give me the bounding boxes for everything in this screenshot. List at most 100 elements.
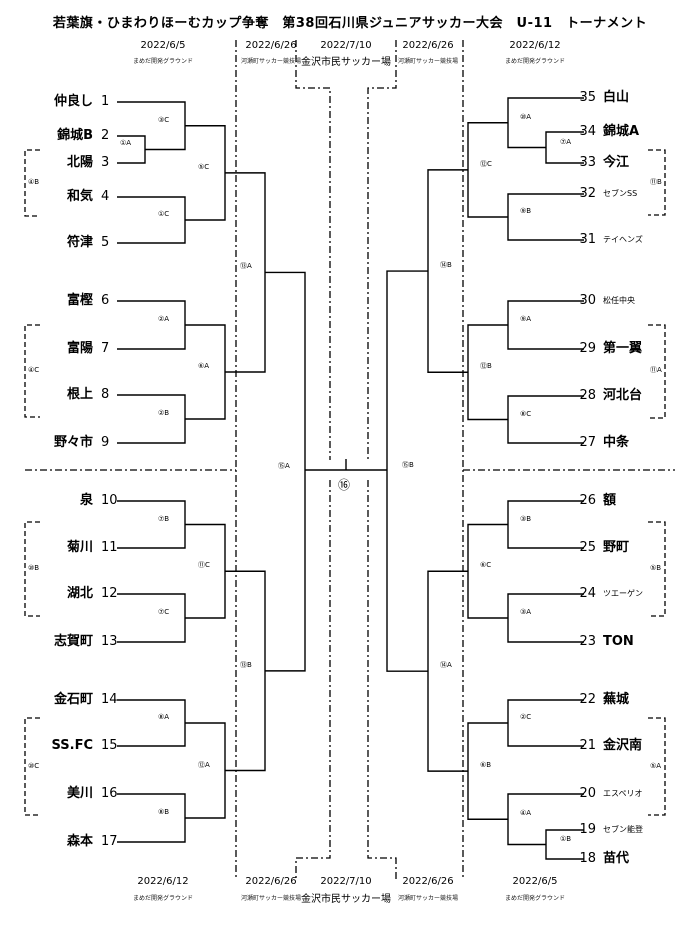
left-team-name: 錦城B	[57, 128, 93, 143]
left-team-number: 13	[101, 634, 118, 649]
date-top-4: 2022/6/26	[402, 40, 454, 51]
left-team-name: 富樫	[66, 293, 93, 308]
match-label: ①B	[560, 834, 572, 843]
match-label: ⑤C	[198, 162, 210, 171]
venue-top-5: まめだ開発グラウンド	[504, 58, 565, 65]
right-bracket-line	[467, 722, 508, 820]
left-team-number: 8	[101, 387, 110, 402]
match-label: ⑥B	[480, 761, 492, 770]
match-label: ⑭A	[440, 661, 452, 670]
right-team-number: 20	[579, 786, 596, 801]
left-team-name: 符津	[66, 235, 93, 250]
left-bracket-line	[117, 196, 186, 244]
date-bottom-2: 2022/6/26	[245, 876, 297, 887]
group-box-right	[648, 521, 666, 617]
group-box-right	[648, 324, 666, 419]
date-bottom-3: 2022/7/10	[320, 876, 372, 887]
right-team-number: 27	[579, 435, 596, 450]
match-label: ⑬A	[240, 262, 252, 271]
match-label: ⑨A	[520, 315, 532, 323]
separator-center-left-bottom	[295, 480, 331, 880]
match-label: ②B	[158, 409, 170, 417]
right-team-name: エスペリオ	[603, 789, 643, 798]
right-team-number: 30	[579, 293, 596, 308]
match-label: ③B	[520, 514, 532, 523]
group-label-left: ④C	[28, 366, 40, 374]
left-bracket-line	[117, 699, 186, 747]
group-box-left	[24, 149, 40, 217]
left-team-name: 志賀町	[53, 634, 93, 649]
right-team-number: 28	[579, 388, 596, 403]
left-bracket-line	[225, 172, 266, 373]
match-label: ①C	[158, 210, 170, 218]
right-team-name: 錦城A	[603, 124, 640, 139]
match-label: ④A	[520, 809, 532, 818]
right-team-name: 今江	[603, 155, 630, 170]
venue-bottom-4: 河瀬町サッカー競技場	[397, 895, 458, 902]
match-label: ⑥C	[480, 561, 492, 570]
right-team-name: 白山	[603, 90, 630, 105]
left-bracket-line	[225, 570, 266, 772]
venue-top-1: まめだ開発グラウンド	[132, 58, 193, 65]
right-team-name: 蕪城	[603, 692, 630, 707]
left-team-name: 湖北	[66, 586, 93, 601]
left-team-name: 根上	[66, 387, 93, 402]
right-team-number: 21	[579, 738, 596, 753]
right-bracket-line	[467, 523, 508, 619]
match-label: ⑦B	[158, 514, 170, 523]
venue-bottom-1: まめだ開発グラウンド	[132, 895, 193, 902]
venue-top-2: 河瀬町サッカー競技場	[240, 58, 301, 65]
match-label: ⑥A	[198, 362, 210, 370]
match-label: ③C	[158, 115, 170, 124]
right-bracket-line	[386, 270, 428, 672]
right-team-name: 中条	[603, 435, 630, 450]
left-team-name: SS.FC	[51, 738, 93, 753]
date-top-1: 2022/6/5	[140, 40, 186, 51]
left-bracket-line	[185, 523, 226, 619]
page-title: 若葉旗・ひまわりほーむカップ争奪 第38回石川県ジュニアサッカー大会 U-11 …	[52, 16, 648, 31]
left-bracket-line	[117, 793, 186, 843]
left-team-number: 4	[101, 189, 110, 204]
right-bracket-line	[507, 395, 584, 444]
group-box-left	[24, 324, 40, 418]
group-box-right	[648, 717, 666, 816]
date-top-5: 2022/6/12	[509, 40, 561, 51]
left-team-name: 富陽	[66, 341, 93, 356]
match-label: ⑪C	[198, 561, 210, 570]
venue-top-4: 河瀬町サッカー競技場	[397, 58, 458, 65]
match-label: ②C	[520, 713, 532, 721]
left-team-number: 11	[101, 540, 118, 555]
right-team-name: 苗代	[603, 851, 630, 866]
match-label: ⑦C	[158, 608, 170, 616]
group-label-right: ⑤A	[650, 762, 662, 770]
group-box-left	[24, 521, 40, 617]
match-label: ①A	[120, 138, 132, 147]
separator-center-right-bottom	[367, 480, 397, 880]
left-bracket-line	[117, 500, 186, 549]
right-bracket-line	[507, 500, 584, 549]
match-label: ②A	[158, 315, 170, 323]
venue-top-3: 金沢市民サッカー場	[301, 57, 391, 68]
left-team-name: 仲良し	[53, 94, 93, 109]
match-label: ⑭B	[440, 261, 452, 270]
group-label-right: ⑤B	[650, 564, 662, 572]
match-label: ⑧B	[158, 808, 170, 816]
date-bottom-4: 2022/6/26	[402, 876, 454, 887]
right-team-number: 24	[579, 586, 596, 601]
date-top-2: 2022/6/26	[245, 40, 297, 51]
right-bracket-line	[507, 593, 584, 643]
left-bracket-line	[185, 125, 226, 221]
match-label: ⑧C	[520, 409, 532, 418]
left-team-name: 美川	[66, 786, 93, 801]
left-team-number: 2	[101, 128, 110, 143]
right-team-name: 野町	[603, 540, 630, 555]
left-team-name: 金石町	[53, 692, 93, 707]
right-team-number: 32	[579, 186, 596, 201]
left-bracket-line	[117, 593, 186, 643]
right-team-name: TON	[603, 634, 634, 649]
match-label: ⑨B	[520, 207, 532, 215]
match-label: ⑮B	[402, 461, 414, 470]
right-team-name: セブン能登	[603, 825, 643, 834]
left-team-number: 6	[101, 293, 110, 308]
